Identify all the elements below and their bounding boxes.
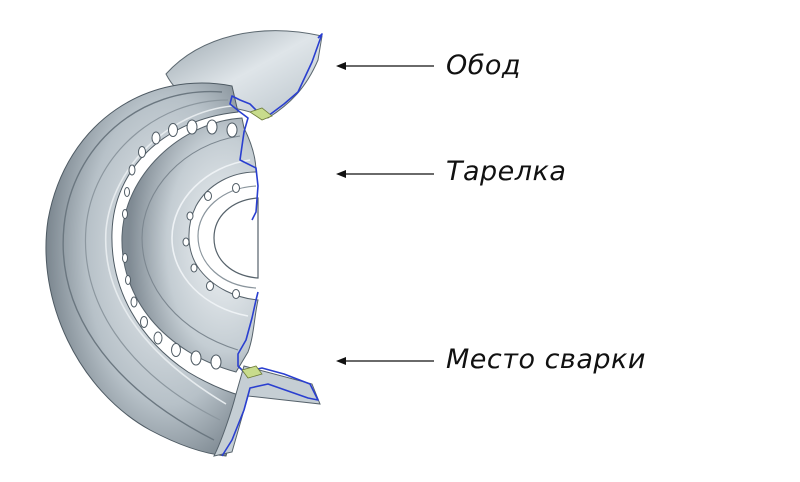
center-bore [213,197,259,279]
arrow-disc [336,170,434,178]
label-disc: Тарелка [446,156,567,187]
weld-seam-lower [241,365,263,379]
label-rim: Обод [446,50,522,81]
disc-ridge-inner [171,159,251,317]
label-weld-location: Место сварки [446,344,646,375]
hub-ring [197,185,257,289]
arrow-weld [336,357,434,365]
ventilation-holes [122,119,238,370]
rim-groove-mid [84,99,229,421]
rim-groove-outer [62,90,223,441]
lower-rim-flange [213,365,321,457]
section-edge [221,33,323,457]
disc-ridge-outer [141,135,241,351]
bolt-holes [182,183,240,299]
weld-seam-upper [249,107,273,121]
arrow-rim [336,62,434,70]
